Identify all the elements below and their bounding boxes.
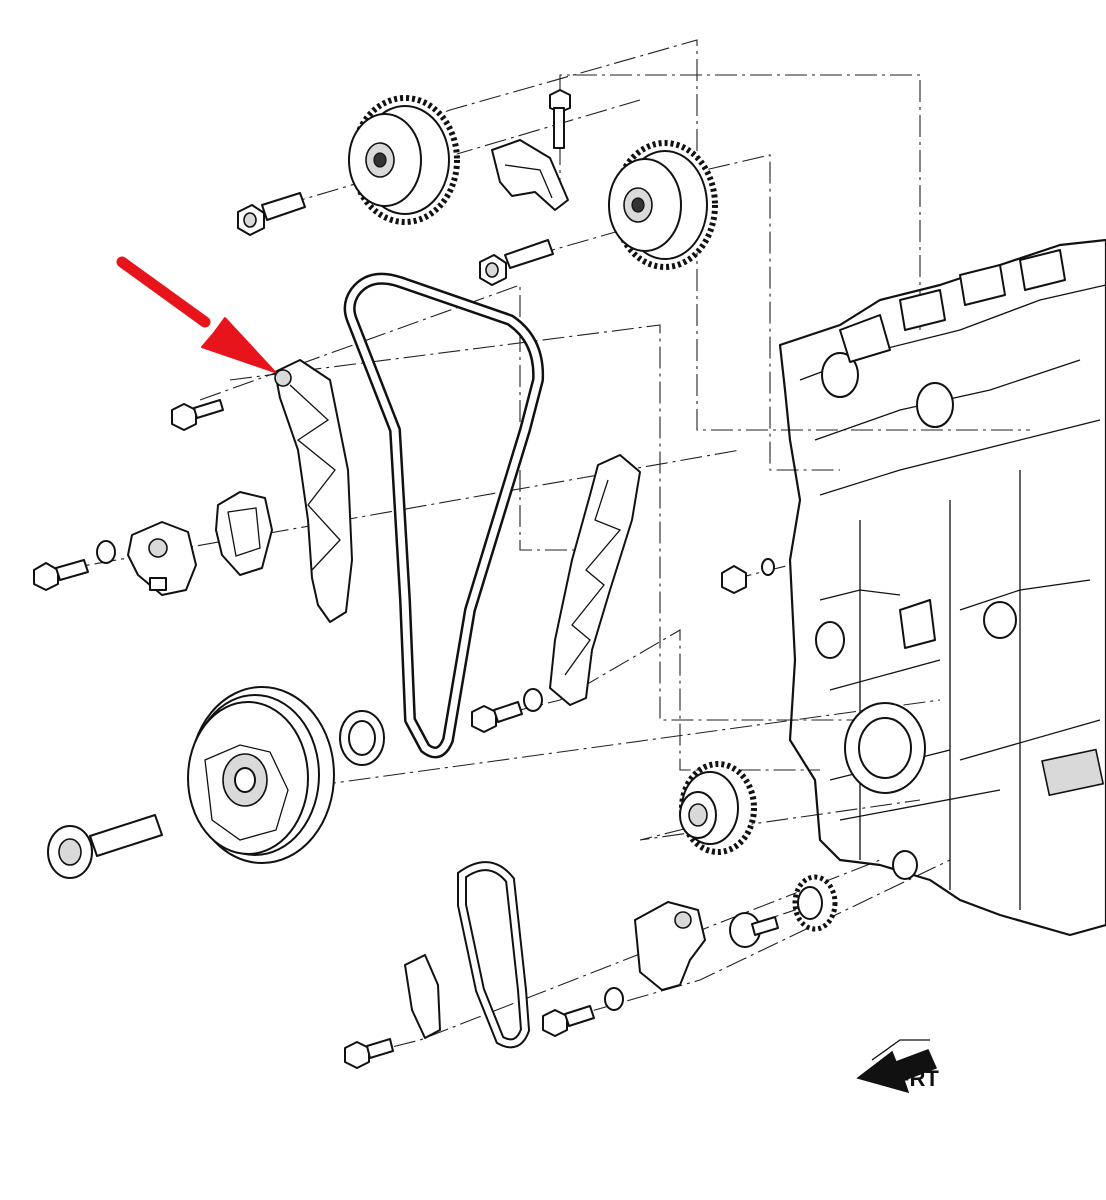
oil-pump-chain-guide <box>404 954 441 1039</box>
oil-pump-sprocket <box>792 874 838 932</box>
front-direction-indicator: FRT <box>856 1039 939 1094</box>
tensioner-gasket <box>215 491 273 576</box>
oil-pump-chain-tensioner <box>634 901 706 991</box>
timing-chain-guide-left <box>274 359 353 623</box>
front-direction-arrow-icon <box>856 1049 938 1094</box>
tensioner-washer <box>96 540 116 564</box>
oil-pump-sprocket-bolt <box>729 912 779 948</box>
intake-camshaft-actuator <box>348 95 460 225</box>
crankshaft-balancer <box>187 686 335 864</box>
right-guide-bolt <box>471 688 543 733</box>
upper-chain-guide <box>491 139 569 211</box>
engine-block <box>778 238 1106 937</box>
oil-pump-tensioner-bolt <box>542 987 624 1037</box>
upper-guide-bolt <box>549 89 571 149</box>
timing-chain-guide-right <box>549 454 641 706</box>
timing-chain <box>343 272 545 759</box>
crankshaft-balancer-bolt <box>47 814 163 879</box>
red-callout-arrow-icon <box>116 256 276 373</box>
oil-pump-chain <box>457 861 531 1049</box>
camshaft-bolt-upper-left <box>237 192 306 236</box>
oil-pump-guide-bolt <box>344 1038 394 1069</box>
chain-tensioner <box>127 521 197 596</box>
camshaft-bolt-upper-right <box>479 239 554 286</box>
exhaust-camshaft-actuator <box>608 140 718 270</box>
left-guide-bolt <box>171 399 224 431</box>
crankshaft-sprocket <box>679 761 757 855</box>
front-crankshaft-oil-seal <box>339 710 385 766</box>
tensioner-bolt <box>33 559 89 591</box>
frt-label: FRT <box>896 1066 939 1091</box>
access-plug <box>721 558 775 594</box>
